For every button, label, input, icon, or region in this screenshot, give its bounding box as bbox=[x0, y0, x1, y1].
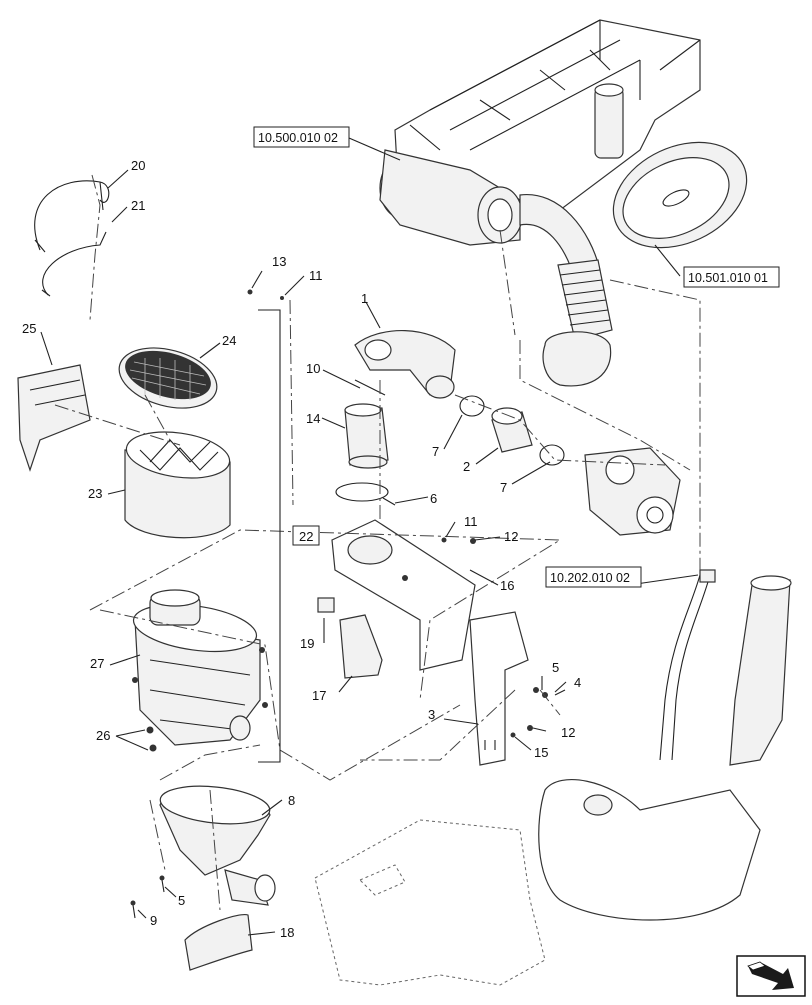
callout-8: 8 bbox=[288, 793, 295, 808]
callout-leaders bbox=[40, 137, 699, 936]
callout-26: 26 bbox=[96, 728, 110, 743]
callout-11-upper: 11 bbox=[309, 268, 323, 283]
callout-12-upper: 12 bbox=[504, 529, 518, 544]
bracket-3 bbox=[469, 611, 529, 766]
callout-18: 18 bbox=[280, 925, 294, 940]
callout-5-upper: 5 bbox=[552, 660, 559, 675]
engine-frame-assembly bbox=[379, 19, 701, 281]
panel-17 bbox=[339, 614, 383, 679]
callout-23: 23 bbox=[88, 486, 102, 501]
callout-20: 20 bbox=[131, 158, 145, 173]
callout-2: 2 bbox=[463, 459, 470, 474]
exhaust-pipe-assembly bbox=[538, 569, 792, 921]
corrugated-hose bbox=[542, 259, 613, 387]
assembly-guide-lines bbox=[54, 174, 701, 911]
group-22-bracket bbox=[258, 309, 281, 763]
reference-box-10-202[interactable]: 10.202.010 02 bbox=[545, 566, 642, 588]
callout-17: 17 bbox=[312, 688, 326, 703]
bolts-9-5 bbox=[130, 875, 165, 919]
reference-box-10-500[interactable]: 10.500.010 02 bbox=[253, 126, 350, 148]
hose-14 bbox=[344, 403, 389, 469]
small-part-19 bbox=[317, 597, 335, 613]
oval-filter-cover bbox=[594, 83, 748, 249]
hardware-right bbox=[247, 289, 566, 738]
callout-7-upper: 7 bbox=[432, 444, 439, 459]
callout-10: 10 bbox=[306, 361, 320, 376]
frame-outline bbox=[314, 819, 546, 986]
callout-3: 3 bbox=[428, 707, 435, 722]
reference-label-10-500: 10.500.010 02 bbox=[258, 131, 338, 145]
band-clamp-20 bbox=[34, 180, 110, 253]
callout-5-lower: 5 bbox=[178, 893, 185, 908]
callout-25: 25 bbox=[22, 321, 36, 336]
next-page-arrow-icon[interactable] bbox=[736, 955, 806, 997]
callout-11-lower: 11 bbox=[464, 514, 478, 529]
callout-22: 22 bbox=[299, 529, 313, 544]
callout-12-lower: 12 bbox=[561, 725, 575, 740]
callout-13: 13 bbox=[272, 254, 286, 269]
callout-9: 9 bbox=[150, 913, 157, 928]
callout-15: 15 bbox=[534, 745, 548, 760]
coupler-2 bbox=[491, 407, 533, 453]
bracket-25 bbox=[17, 364, 91, 472]
callout-7-lower: 7 bbox=[500, 480, 507, 495]
callout-16: 16 bbox=[500, 578, 514, 593]
callout-1: 1 bbox=[361, 291, 368, 306]
fasteners-26 bbox=[132, 647, 268, 752]
band-clamp-21 bbox=[41, 231, 107, 297]
reference-label-10-501: 10.501.010 01 bbox=[688, 271, 768, 285]
clamp-7-lower bbox=[539, 444, 565, 466]
air-cleaner-housing-27 bbox=[132, 589, 261, 746]
callout-19: 19 bbox=[300, 636, 314, 651]
filter-element-24 bbox=[118, 347, 218, 409]
elbow-1 bbox=[354, 329, 456, 399]
callout-27: 27 bbox=[90, 656, 104, 671]
reference-label-10-202: 10.202.010 02 bbox=[550, 571, 630, 585]
inlet-hood-8 bbox=[159, 785, 276, 906]
clamp-6 bbox=[335, 482, 396, 506]
primary-filter-23 bbox=[124, 431, 231, 539]
callout-22-box: 22 bbox=[292, 525, 320, 546]
reference-box-10-501[interactable]: 10.501.010 01 bbox=[683, 266, 780, 288]
callout-6: 6 bbox=[430, 491, 437, 506]
callout-numbers: 20 21 25 24 23 27 26 8 5 9 18 13 11 1 10… bbox=[22, 158, 581, 940]
callout-21: 21 bbox=[131, 198, 145, 213]
clamp-7-upper bbox=[459, 395, 485, 417]
callout-4: 4 bbox=[574, 675, 581, 690]
callout-14: 14 bbox=[306, 411, 320, 426]
turbocharger bbox=[584, 447, 681, 536]
seal-18 bbox=[184, 913, 253, 971]
callout-24: 24 bbox=[222, 333, 236, 348]
bracket-16 bbox=[331, 519, 476, 671]
